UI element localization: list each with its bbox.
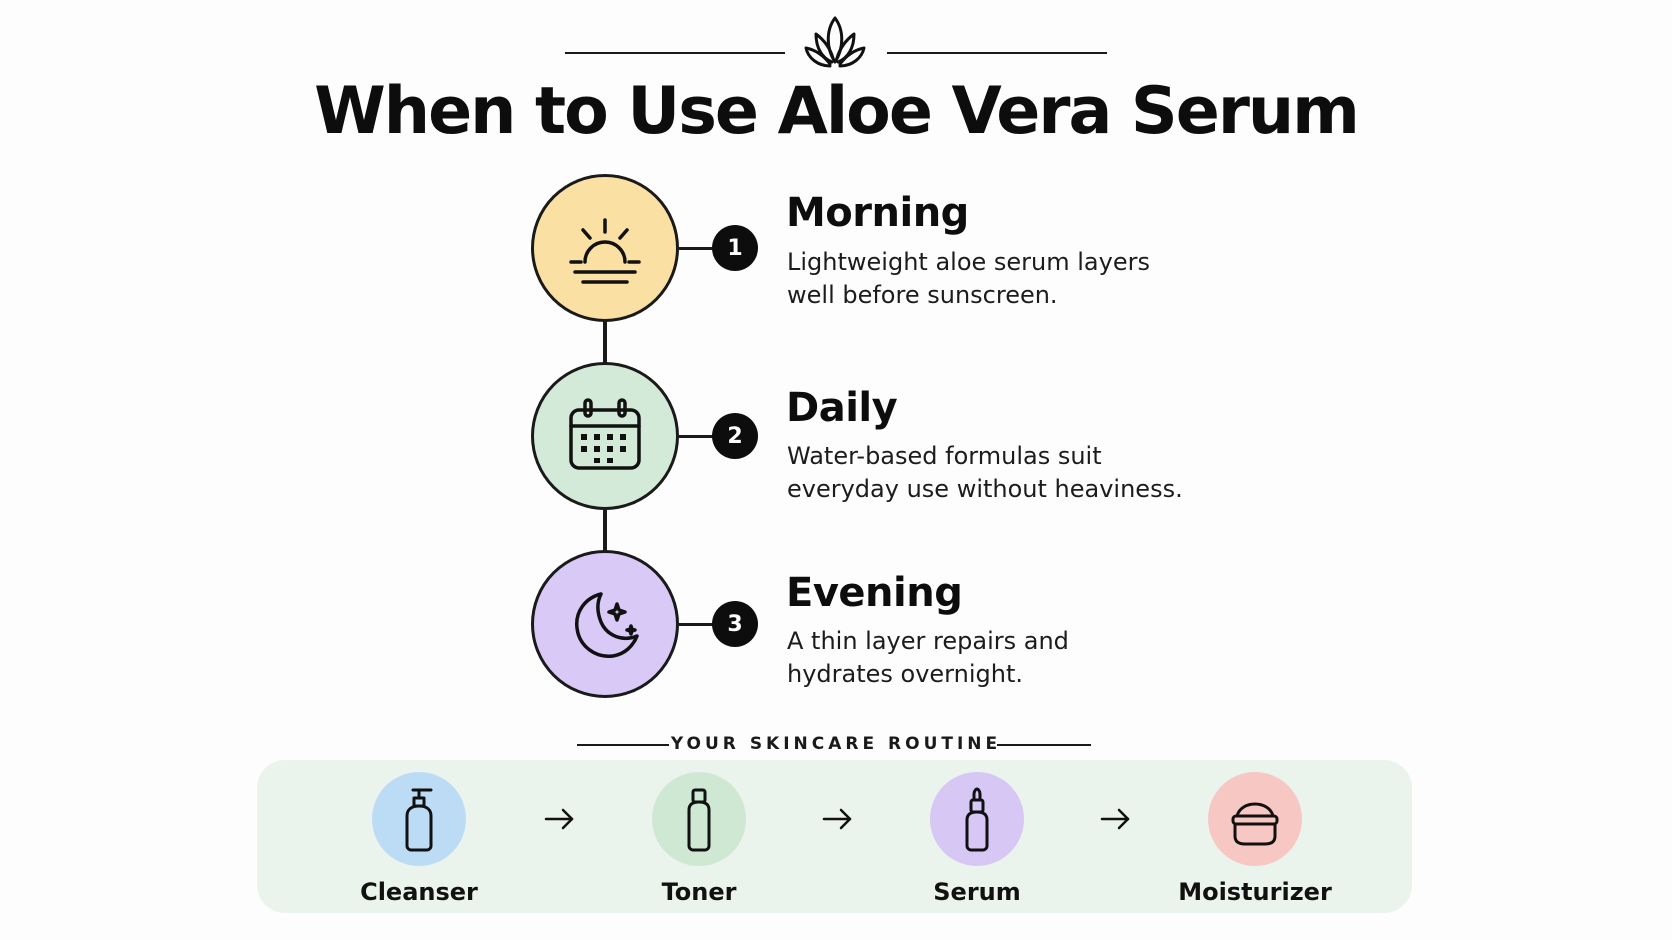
cream-jar-icon	[1231, 802, 1279, 846]
step-description-line: hydrates overnight.	[787, 660, 1023, 688]
calendar-icon	[569, 398, 641, 470]
step-description-line: everyday use without heaviness.	[787, 475, 1183, 503]
routine-step-moisturizer: Moisturizer	[1165, 772, 1345, 906]
step-morning-circle	[531, 174, 679, 322]
arrow-right-icon	[822, 808, 852, 830]
routine-label: YOUR SKINCARE ROUTINE	[670, 734, 1002, 754]
bottle-icon	[687, 788, 711, 852]
step-connector	[679, 435, 714, 438]
step-number-badge: 2	[712, 413, 758, 459]
routine-step-name: Serum	[933, 878, 1021, 906]
routine-icon-circle	[652, 772, 746, 866]
routine-icon-circle	[372, 772, 466, 866]
sunrise-icon	[569, 218, 641, 284]
dropper-bottle-icon	[965, 787, 989, 852]
step-description: A thin layer repairs and hydrates overni…	[787, 625, 1227, 691]
routine-step-toner: Toner	[609, 772, 789, 906]
step-connector	[679, 623, 714, 626]
step-number-badge: 3	[712, 601, 758, 647]
routine-step-cleanser: Cleanser	[329, 772, 509, 906]
timeline-line	[603, 320, 607, 368]
step-title: Evening	[786, 570, 963, 616]
routine-step-name: Cleanser	[360, 878, 478, 906]
routine-step-name: Moisturizer	[1178, 878, 1332, 906]
routine-divider-right	[997, 744, 1091, 746]
timeline-line	[603, 510, 607, 556]
moon-stars-icon	[575, 592, 639, 658]
routine-step-serum: Serum	[887, 772, 1067, 906]
step-description-line: A thin layer repairs and	[787, 627, 1069, 655]
step-title: Daily	[786, 385, 898, 431]
step-description-line: well before sunscreen.	[787, 281, 1058, 309]
page-title: When to Use Aloe Vera Serum	[314, 74, 1360, 149]
step-evening-circle	[531, 550, 679, 698]
step-description-line: Water-based formulas suit	[787, 442, 1102, 470]
pump-bottle-icon	[405, 788, 433, 852]
routine-divider-left	[577, 744, 669, 746]
arrow-right-icon	[1100, 808, 1130, 830]
header-divider-right	[887, 52, 1107, 54]
step-description: Water-based formulas suit everyday use w…	[787, 440, 1227, 506]
step-daily-circle	[531, 362, 679, 510]
aloe-leaf-icon	[804, 16, 866, 68]
step-number-badge: 1	[712, 225, 758, 271]
routine-step-name: Toner	[661, 878, 737, 906]
header-divider-left	[565, 52, 785, 54]
step-connector	[679, 247, 714, 250]
arrow-right-icon	[544, 808, 574, 830]
step-title: Morning	[786, 190, 969, 236]
routine-icon-circle	[1208, 772, 1302, 866]
step-description-line: Lightweight aloe serum layers	[787, 248, 1150, 276]
routine-icon-circle	[930, 772, 1024, 866]
step-description: Lightweight aloe serum layers well befor…	[787, 246, 1227, 312]
